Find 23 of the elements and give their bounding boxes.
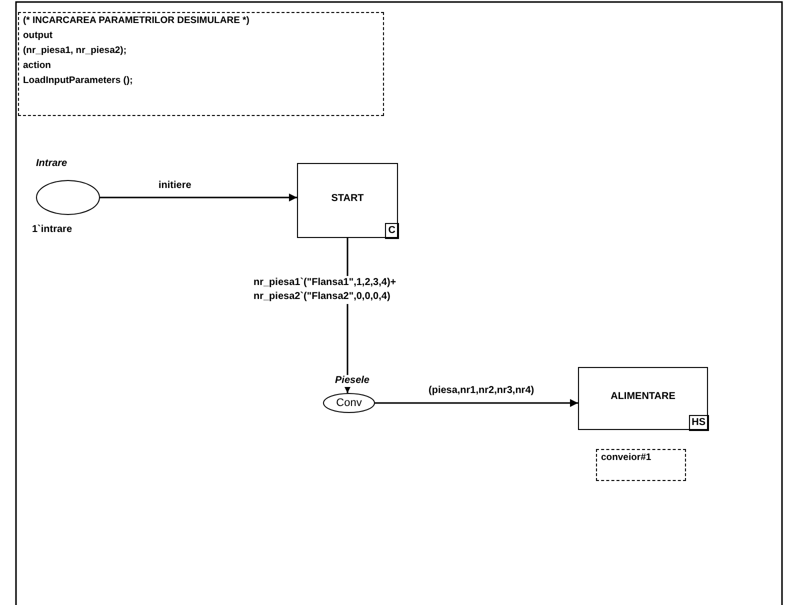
code-line: LoadInputParameters (); bbox=[23, 75, 133, 87]
transition-name: ALIMENTARE bbox=[610, 390, 676, 402]
initial-marking: 1`intrare bbox=[32, 224, 72, 236]
transition-box bbox=[297, 163, 398, 238]
arc-inscription: initiere bbox=[156, 180, 194, 192]
place-ellipse bbox=[323, 393, 375, 413]
declaration-box bbox=[596, 449, 686, 481]
transition-box bbox=[578, 367, 708, 430]
place-name: Conv bbox=[335, 396, 363, 408]
arc-arrow bbox=[100, 194, 297, 202]
comment-text: (* INCARCAREA PARAMETRILOR DESIMULARE *) bbox=[23, 15, 250, 27]
arc-inscription: (piesa,nr1,nr2,nr3,nr4) bbox=[426, 385, 536, 397]
code-line: (nr_piesa1, nr_piesa2); bbox=[23, 45, 126, 57]
comment-text: conveior#1 bbox=[601, 452, 652, 464]
place-name: Piesele bbox=[335, 375, 370, 387]
code-line: action bbox=[23, 60, 51, 72]
arc-arrow bbox=[375, 399, 578, 407]
place-name: Intrare bbox=[36, 158, 68, 170]
code-line: output bbox=[23, 30, 53, 42]
transition-tag: C bbox=[385, 222, 398, 238]
declaration-box bbox=[18, 12, 384, 116]
transition-tag: HS bbox=[688, 414, 708, 430]
transition-name: START bbox=[330, 192, 365, 204]
